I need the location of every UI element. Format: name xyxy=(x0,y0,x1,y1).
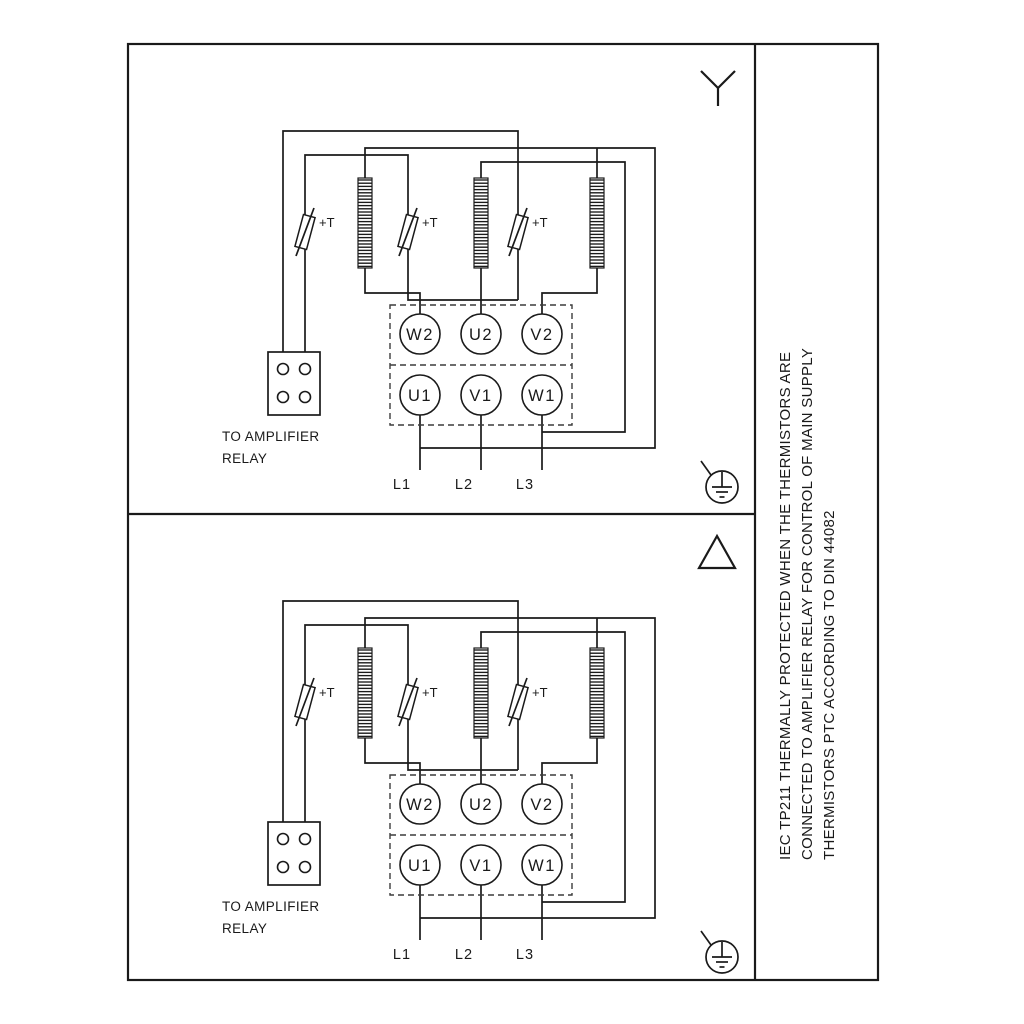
side-note: IEC TP211 THERMALLY PROTECTED WHEN THE T… xyxy=(777,348,838,860)
star-section xyxy=(221,130,739,504)
side-note-line-1: IEC TP211 THERMALLY PROTECTED WHEN THE T… xyxy=(777,352,794,860)
side-note-line-3: THERMISTORS PTC ACCORDING TO DIN 44082 xyxy=(821,510,838,860)
delta-section xyxy=(221,600,739,974)
side-note-line-2: CONNECTED TO AMPLIFIER RELAY FOR CONTROL… xyxy=(799,348,816,860)
drawing-border xyxy=(126,42,880,982)
star-connection-icon xyxy=(700,70,736,106)
delta-connection-icon xyxy=(697,533,737,570)
